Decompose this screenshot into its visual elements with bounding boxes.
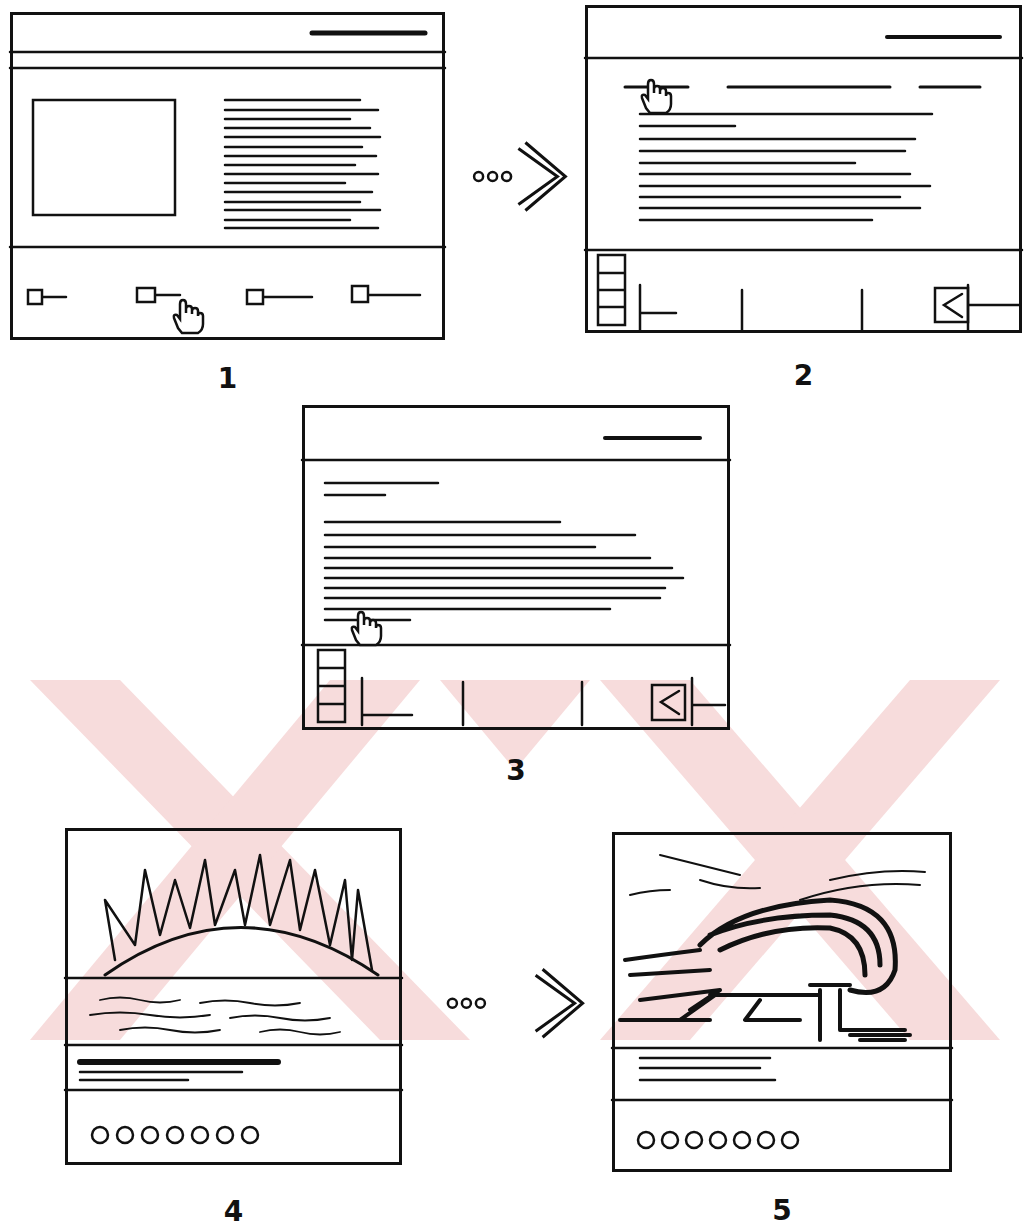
frame-5-sketch [612,855,952,1148]
storyboard-frame: 4 [65,828,402,1165]
arrow-dot [448,999,457,1008]
page-dot [662,1132,678,1148]
page-dot [758,1132,774,1148]
hand-cursor [352,612,381,645]
dome-masts [105,855,372,970]
timeline-ticks [362,678,725,725]
hand-shape [174,300,203,333]
watermark-band [600,680,1000,1040]
frame-number: 1 [13,365,442,393]
flow-arrow [474,143,565,211]
text-lines [640,114,932,220]
page-dot [638,1132,654,1148]
back-button [935,288,968,322]
storyboard-frame: 3 [302,405,730,730]
storyboard-frame: 5 [612,832,952,1172]
film-strip [318,650,345,722]
arrow-dot [502,172,511,181]
menu-items [28,286,420,304]
page-dots [92,1127,258,1143]
hand-shape [642,80,671,113]
title-bar [80,1059,278,1065]
arrow-chevron [525,143,565,211]
page-dots [638,1132,798,1148]
frame-number: 3 [305,757,727,785]
frame-number: 4 [68,1198,399,1226]
arrow-chevron [543,969,583,1037]
page-dot [117,1127,133,1143]
hand-cursor [642,80,671,113]
text-lines [225,100,380,228]
arrow-dot [462,999,471,1008]
sky-strokes [630,855,925,900]
frame-4-sketch [65,855,402,1143]
flow-arrow [448,969,583,1037]
image-placeholder [33,100,175,215]
header-link [605,436,700,440]
text-lines [80,1072,242,1080]
page-dot [242,1127,258,1143]
timeline-ticks [640,285,1020,330]
header-link [887,35,1000,39]
watermark-band [600,680,1000,1040]
film-strip [598,255,625,325]
back-button [652,685,685,720]
page-dot [92,1127,108,1143]
page-dot [192,1127,208,1143]
arrow-dot [488,172,497,181]
frame-number: 2 [588,362,1019,390]
dome-arc [105,928,378,976]
page-dot [167,1127,183,1143]
page-dot [217,1127,233,1143]
divider-line [10,52,445,247]
divider-line [65,978,402,1090]
text-lines [325,483,683,620]
frame-number: 5 [615,1197,949,1225]
arrow-dot [474,172,483,181]
frame-1-sketch [10,33,445,333]
page-dot [142,1127,158,1143]
divider-line [612,1048,952,1100]
watermark-band [30,680,420,1040]
hand-shape [352,612,381,645]
hand-cursor [174,300,203,333]
watermark [30,680,1000,1040]
arrow-dot [476,999,485,1008]
building-structure [620,950,910,1040]
water-waves [90,998,340,1035]
nav-links [625,86,980,89]
text-lines [640,1058,775,1080]
page-dot [710,1132,726,1148]
divider-line [585,58,1022,250]
watermark-band [30,680,470,1040]
storyboard-frame: 1 [10,12,445,340]
header-link [312,31,425,36]
frame-3-sketch [302,438,730,725]
page-dot [686,1132,702,1148]
frame-2-sketch [585,37,1022,330]
divider-line [302,460,730,645]
page-dot [734,1132,750,1148]
storyboard-frame: 2 [585,5,1022,333]
building-curves [700,900,895,993]
arrow-chevron [536,975,575,1031]
page-dot [782,1132,798,1148]
arrow-chevron [518,149,557,205]
